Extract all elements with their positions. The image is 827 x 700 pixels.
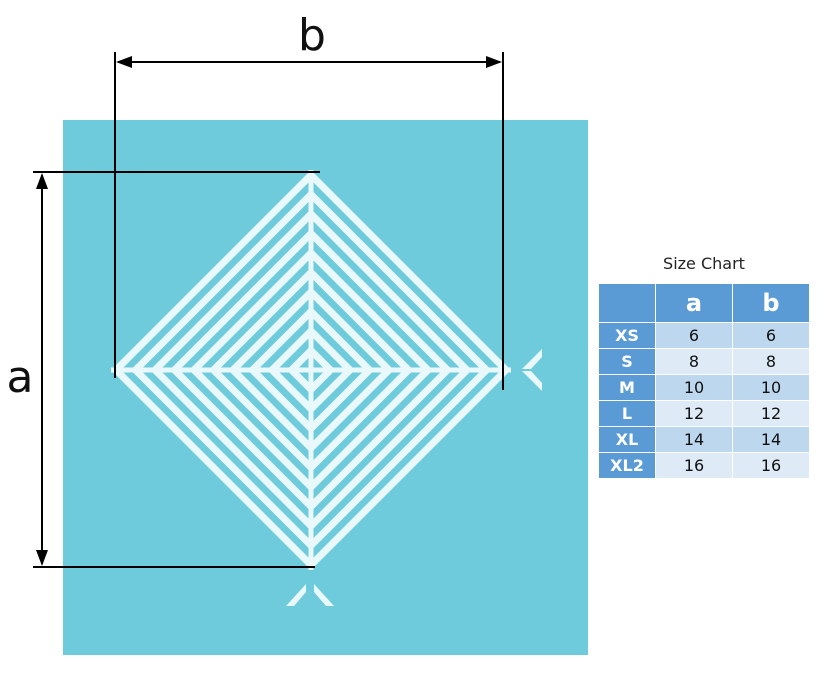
b-value: 6 bbox=[732, 322, 810, 349]
a-value: 6 bbox=[655, 322, 733, 349]
diamond-pattern bbox=[111, 170, 542, 606]
chevron-mark bbox=[286, 584, 306, 606]
dimension-a-label: a bbox=[7, 352, 34, 403]
dimension-b-arrow-right bbox=[486, 56, 502, 68]
size-chart-header-row: a b bbox=[598, 283, 810, 323]
b-value: 8 bbox=[732, 348, 810, 375]
a-value: 10 bbox=[655, 374, 733, 401]
a-column-header: a bbox=[655, 283, 733, 323]
b-value: 12 bbox=[732, 400, 810, 427]
dimension-b-arrow-left bbox=[116, 56, 132, 68]
b-value: 16 bbox=[732, 452, 810, 479]
a-value: 8 bbox=[655, 348, 733, 375]
size-label: S bbox=[598, 348, 656, 375]
size-label: XS bbox=[598, 322, 656, 349]
size-label: L bbox=[598, 400, 656, 427]
size-label: XL2 bbox=[598, 452, 656, 479]
b-value: 10 bbox=[732, 374, 810, 401]
size-row: XL2 16 16 bbox=[598, 452, 810, 479]
size-row: S 8 8 bbox=[598, 348, 810, 375]
size-label: M bbox=[598, 374, 656, 401]
size-row: XL 14 14 bbox=[598, 426, 810, 453]
a-value: 12 bbox=[655, 400, 733, 427]
dimension-a-arrow-bottom bbox=[36, 550, 48, 566]
b-column-header: b bbox=[732, 283, 810, 323]
a-value: 16 bbox=[655, 452, 733, 479]
size-chart-table: a b XS 6 6 S 8 8 M 10 10 L 12 12 XL 14 1… bbox=[598, 283, 810, 479]
size-row: L 12 12 bbox=[598, 400, 810, 427]
a-value: 14 bbox=[655, 426, 733, 453]
size-column-header bbox=[598, 283, 656, 323]
chevron-mark bbox=[522, 371, 542, 391]
size-chart-title: Size Chart bbox=[663, 254, 745, 273]
size-row: XS 6 6 bbox=[598, 322, 810, 349]
chevron-mark bbox=[522, 349, 542, 369]
dimension-a-arrow-top bbox=[36, 173, 48, 189]
dimension-b-label: b bbox=[298, 10, 326, 61]
center-cross-line bbox=[111, 367, 511, 373]
size-label: XL bbox=[598, 426, 656, 453]
size-row: M 10 10 bbox=[598, 374, 810, 401]
chevron-mark bbox=[314, 584, 334, 606]
dimension-b bbox=[114, 52, 504, 390]
dimension-a bbox=[33, 171, 320, 568]
b-value: 14 bbox=[732, 426, 810, 453]
